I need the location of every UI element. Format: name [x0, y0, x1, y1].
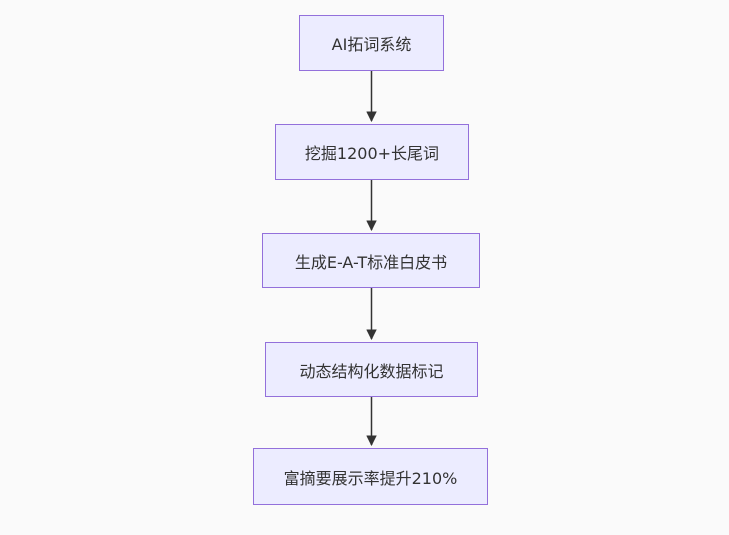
flow-node-label: 生成E-A-T标准白皮书	[294, 252, 448, 272]
flow-node-ai-keyword-system: AI拓词系统	[299, 15, 444, 71]
flow-node-eat-whitepaper: 生成E-A-T标准白皮书	[262, 233, 480, 288]
flow-node-structured-data-markup: 动态结构化数据标记	[265, 342, 478, 397]
flow-node-label: 动态结构化数据标记	[299, 361, 444, 381]
flow-node-label: 富摘要展示率提升210%	[283, 468, 458, 488]
flow-node-longtail-mining: 挖掘1200+长尾词	[275, 124, 469, 180]
flow-node-rich-snippet-rate: 富摘要展示率提升210%	[253, 448, 488, 505]
flow-node-label: AI拓词系统	[331, 35, 412, 54]
flow-node-label: 挖掘1200+长尾词	[304, 144, 440, 163]
